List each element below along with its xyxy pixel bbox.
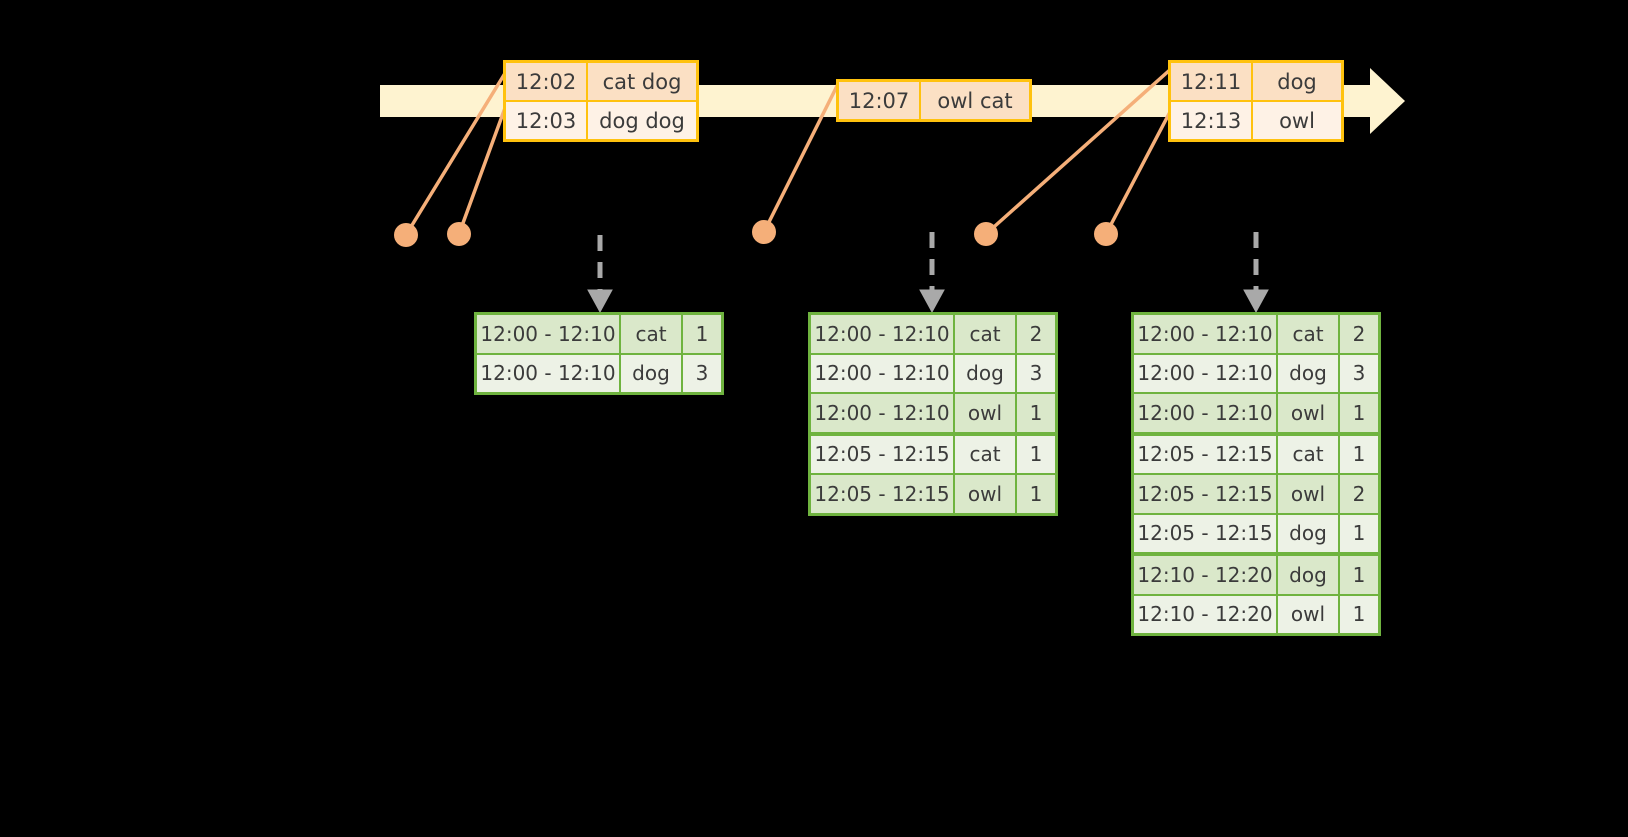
- window-cell: 12:00 - 12:10: [477, 315, 621, 353]
- connector-line-5: [1104, 108, 1173, 236]
- window-cell: 12:05 - 12:15: [1134, 475, 1278, 513]
- event-row[interactable]: 12:13 owl: [1171, 100, 1341, 139]
- event-words: owl cat: [921, 82, 1029, 119]
- word-cell: owl: [955, 394, 1017, 432]
- event-row[interactable]: 12:02 cat dog: [506, 63, 696, 100]
- event-group-2[interactable]: 12:07 owl cat: [836, 79, 1032, 122]
- emit-arrow-3: [1243, 232, 1269, 314]
- word-cell: cat: [1278, 315, 1340, 353]
- word-cell: dog: [1278, 514, 1340, 552]
- word-cell: dog: [621, 354, 683, 392]
- window-cell: 12:05 - 12:15: [1134, 435, 1278, 473]
- word-cell: owl: [1278, 595, 1340, 633]
- count-cell: 2: [1340, 315, 1378, 353]
- window-cell: 12:10 - 12:20: [1134, 595, 1278, 633]
- connector-line-1: [404, 68, 509, 237]
- event-time: 12:02: [506, 63, 588, 100]
- connector-line-3: [762, 82, 840, 234]
- marker-dot-3: [752, 220, 776, 244]
- word-cell: dog: [1278, 354, 1340, 392]
- count-cell: 1: [1017, 435, 1055, 473]
- event-group-1[interactable]: 12:02 cat dog 12:03 dog dog: [503, 60, 699, 142]
- event-group-3[interactable]: 12:11 dog 12:13 owl: [1168, 60, 1344, 142]
- marker-dot-4: [974, 222, 998, 246]
- window-cell: 12:00 - 12:10: [811, 394, 955, 432]
- word-cell: cat: [621, 315, 683, 353]
- count-cell: 1: [1340, 514, 1378, 552]
- event-time: 12:03: [506, 102, 588, 139]
- event-words: cat dog: [588, 63, 696, 100]
- event-words: owl: [1253, 102, 1341, 139]
- word-cell: owl: [1278, 475, 1340, 513]
- window-cell: 12:00 - 12:10: [1134, 394, 1278, 432]
- window-cell: 12:00 - 12:10: [811, 315, 955, 353]
- connector-line-2: [457, 106, 507, 236]
- window-cell: 12:00 - 12:10: [477, 354, 621, 392]
- event-row[interactable]: 12:07 owl cat: [839, 82, 1029, 119]
- event-words: dog: [1253, 63, 1341, 100]
- window-cell: 12:05 - 12:15: [811, 435, 955, 473]
- word-cell: owl: [1278, 394, 1340, 432]
- event-time: 12:07: [839, 82, 921, 119]
- count-cell: 2: [1340, 475, 1378, 513]
- marker-dots: [394, 220, 1118, 247]
- word-cell: owl: [955, 475, 1017, 513]
- word-cell: dog: [1278, 556, 1340, 594]
- word-cell: cat: [955, 315, 1017, 353]
- count-cell: 3: [1017, 354, 1055, 392]
- count-cell: 1: [683, 315, 721, 353]
- window-cell: 12:00 - 12:10: [1134, 354, 1278, 392]
- window-cell: 12:00 - 12:10: [1134, 315, 1278, 353]
- window-cell: 12:05 - 12:15: [811, 475, 955, 513]
- count-cell: 1: [1017, 394, 1055, 432]
- event-row[interactable]: 12:11 dog: [1171, 63, 1341, 100]
- count-cell: 2: [1017, 315, 1055, 353]
- count-cell: 3: [683, 354, 721, 392]
- emit-arrows: [587, 232, 1269, 314]
- window-cell: 12:05 - 12:15: [1134, 514, 1278, 552]
- marker-dot-5: [1094, 222, 1118, 246]
- count-cell: 1: [1017, 475, 1055, 513]
- count-cell: 1: [1340, 435, 1378, 473]
- event-words: dog dog: [588, 102, 696, 139]
- word-cell: cat: [1278, 435, 1340, 473]
- word-cell: cat: [955, 435, 1017, 473]
- emit-arrow-2: [919, 232, 945, 314]
- event-time: 12:13: [1171, 102, 1253, 139]
- marker-dot-1: [394, 223, 418, 247]
- event-time: 12:11: [1171, 63, 1253, 100]
- marker-dot-2: [447, 222, 471, 246]
- count-cell: 1: [1340, 556, 1378, 594]
- window-cell: 12:00 - 12:10: [811, 354, 955, 392]
- count-cell: 1: [1340, 595, 1378, 633]
- word-cell: dog: [955, 354, 1017, 392]
- count-cell: 1: [1340, 394, 1378, 432]
- event-row[interactable]: 12:03 dog dog: [506, 100, 696, 139]
- emit-arrow-1: [587, 235, 613, 314]
- window-cell: 12:10 - 12:20: [1134, 556, 1278, 594]
- count-cell: 3: [1340, 354, 1378, 392]
